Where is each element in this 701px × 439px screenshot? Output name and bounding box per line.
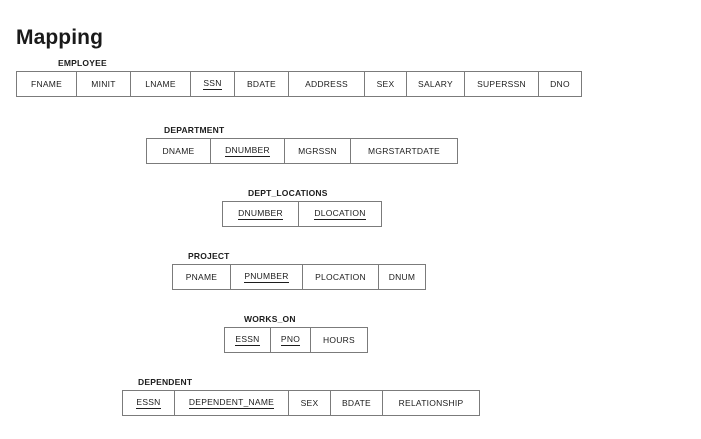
relation-name-label: DEPT_LOCATIONS [248, 188, 328, 198]
attribute-label: MGRSSN [298, 145, 337, 156]
primary-key-attribute-label: DEPENDENT_NAME [188, 397, 275, 409]
attribute-label: DNO [550, 78, 570, 89]
attribute-label: PNAME [185, 271, 218, 282]
attribute-cell: MINIT [77, 72, 131, 96]
page-title: Mapping [16, 26, 104, 50]
attribute-label: HOURS [323, 334, 355, 345]
attribute-label: PLOCATION [315, 271, 366, 282]
attribute-label: BDATE [247, 78, 276, 89]
relation-dependent: DEPENDENT ESSN DEPENDENT_NAME SEX BDATE RELAT… [122, 377, 480, 416]
attribute-cell: BDATE [235, 72, 289, 96]
attribute-label: MINIT [91, 78, 116, 89]
attribute-cell: BDATE [331, 391, 383, 415]
relation-name-label: DEPENDENT [138, 377, 193, 387]
attribute-cell: SUPERSSN [465, 72, 539, 96]
attribute-cell: HOURS [311, 328, 367, 352]
attribute-cell: DLOCATION [299, 202, 381, 226]
attribute-cell: DNAME [147, 139, 211, 163]
attribute-label: SEX [300, 397, 319, 408]
primary-key-attribute-label: DLOCATION [314, 208, 366, 220]
attribute-cell: MGRSTARTDATE [351, 139, 457, 163]
attribute-cell: SALARY [407, 72, 465, 96]
attribute-label: FNAME [31, 78, 62, 89]
primary-key-attribute-label: SSN [203, 78, 222, 90]
relation-attribute-row: ESSN DEPENDENT_NAME SEX BDATE RELATIONSHIP [122, 390, 480, 416]
primary-key-attribute-label: DNUMBER [238, 208, 283, 220]
attribute-label: SUPERSSN [477, 78, 526, 89]
relation-name-label: PROJECT [188, 251, 230, 261]
attribute-cell: DEPENDENT_NAME [175, 391, 289, 415]
primary-key-attribute-label: PNUMBER [244, 271, 289, 283]
attribute-label: SEX [376, 78, 395, 89]
attribute-label: ADDRESS [305, 78, 348, 89]
attribute-label: DNUM [388, 271, 416, 282]
attribute-label: SALARY [418, 78, 453, 89]
attribute-label: DNAME [162, 145, 195, 156]
attribute-cell: LNAME [131, 72, 191, 96]
attribute-cell: DNUMBER [223, 202, 299, 226]
attribute-cell: PNUMBER [231, 265, 303, 289]
attribute-cell: PLOCATION [303, 265, 379, 289]
attribute-cell: MGRSSN [285, 139, 351, 163]
attribute-label: LNAME [145, 78, 176, 89]
relation-employee: EMPLOYEE FNAME MINIT LNAME SSN BDATE ADDRESS SE… [16, 58, 582, 97]
attribute-cell: DNO [539, 72, 581, 96]
relation-attribute-row: ESSN PNO HOURS [224, 327, 368, 353]
relation-project: PROJECT PNAME PNUMBER PLOCATION DNUM [172, 251, 426, 290]
primary-key-attribute-label: PNO [280, 334, 301, 346]
relation-attribute-row: DNUMBER DLOCATION [222, 201, 382, 227]
attribute-cell: SEX [289, 391, 331, 415]
attribute-cell: DNUM [379, 265, 425, 289]
relation-dept_locations: DEPT_LOCATIONS DNUMBER DLOCATION [222, 188, 382, 227]
attribute-cell: ADDRESS [289, 72, 365, 96]
primary-key-attribute-label: DNUMBER [225, 145, 270, 157]
attribute-cell: SSN [191, 72, 235, 96]
attribute-cell: FNAME [17, 72, 77, 96]
attribute-cell: ESSN [123, 391, 175, 415]
relation-attribute-row: FNAME MINIT LNAME SSN BDATE ADDRESS SEX SALARY S… [16, 71, 582, 97]
attribute-cell: SEX [365, 72, 407, 96]
relation-attribute-row: DNAME DNUMBER MGRSSN MGRSTARTDATE [146, 138, 458, 164]
attribute-cell: PNAME [173, 265, 231, 289]
relation-name-label: DEPARTMENT [164, 125, 225, 135]
attribute-label: RELATIONSHIP [398, 397, 464, 408]
attribute-cell: PNO [271, 328, 311, 352]
attribute-label: BDATE [342, 397, 371, 408]
attribute-cell: RELATIONSHIP [383, 391, 479, 415]
relation-name-label: WORKS_ON [244, 314, 296, 324]
attribute-cell: DNUMBER [211, 139, 285, 163]
relation-works_on: WORKS_ON ESSN PNO HOURS [224, 314, 368, 353]
attribute-label: MGRSTARTDATE [368, 145, 440, 156]
relation-attribute-row: PNAME PNUMBER PLOCATION DNUM [172, 264, 426, 290]
attribute-cell: ESSN [225, 328, 271, 352]
primary-key-attribute-label: ESSN [235, 334, 260, 346]
relation-department: DEPARTMENT DNAME DNUMBER MGRSSN MGRSTARTDATE [146, 125, 458, 164]
primary-key-attribute-label: ESSN [136, 397, 161, 409]
relation-name-label: EMPLOYEE [58, 58, 107, 68]
